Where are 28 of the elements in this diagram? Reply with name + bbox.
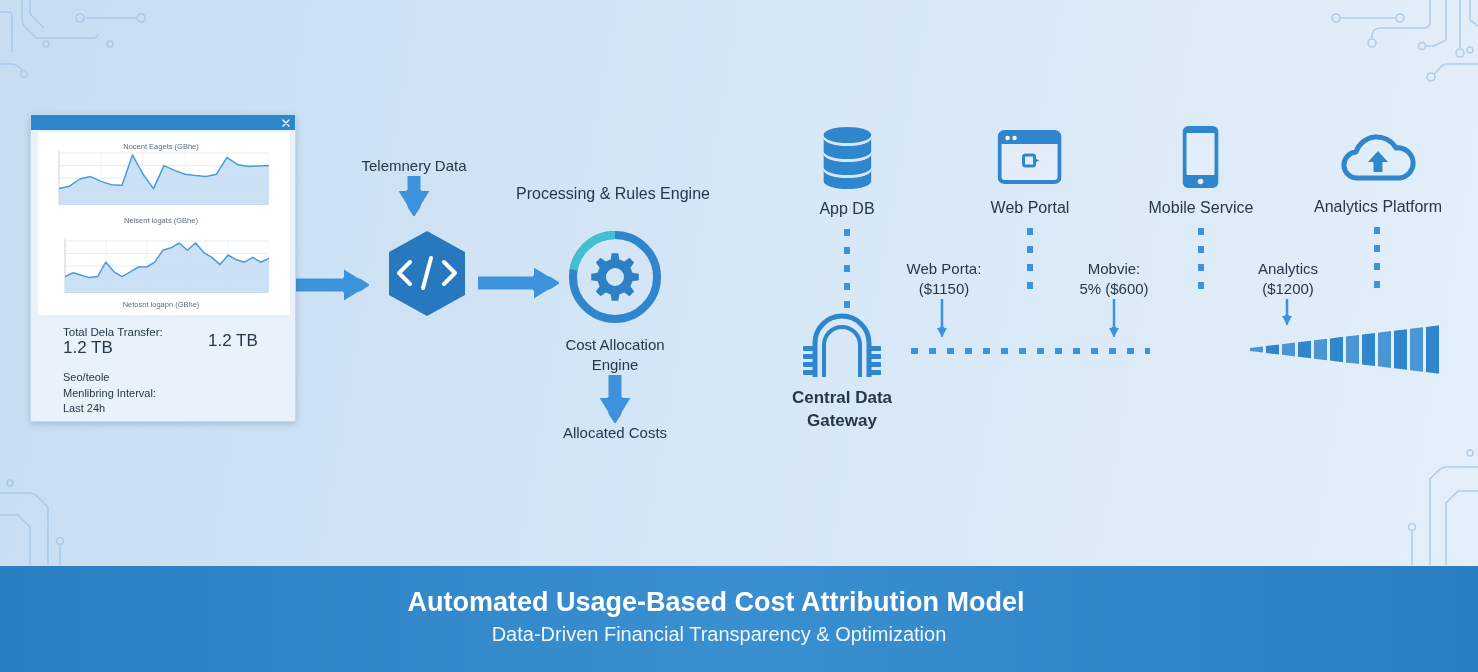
node-title: App DB (819, 199, 875, 219)
cost-label: Web Porta: ($1150) (905, 259, 983, 299)
cost-label: Analytics ($1200) (1257, 259, 1319, 299)
cone-shape (1250, 325, 1442, 374)
metric-value: 1.2 TB (63, 338, 113, 358)
metric-label: Total Dela Transfer: (63, 325, 163, 339)
flow-arrow (296, 269, 369, 301)
node-title: Cost Allocation Engine (564, 335, 666, 375)
flow-arrow (478, 267, 559, 299)
node-title: Web Portal (990, 198, 1070, 218)
panel-note: Seo/teole (63, 371, 110, 384)
diagram-title: Automated Usage-Based Cost Attribution Model (407, 586, 1025, 618)
panel-note: Menlibring Interval: Last 24h (63, 386, 157, 416)
arrow (936, 299, 948, 337)
cost-label: Mobvie: 5% ($600) (1078, 259, 1150, 299)
flow-arrow (398, 176, 430, 216)
node-title: Central Data Gateway (790, 387, 894, 432)
metric-value: 1.2 TB (208, 331, 258, 351)
node-title: Mobile Service (1148, 198, 1254, 218)
diagram-caption: Data-Driven Financial Transparency & Optimization (491, 622, 947, 646)
flow-label: Allocated Costs (562, 423, 668, 443)
arrow (1108, 299, 1120, 337)
flow-arrow (599, 375, 631, 423)
section-heading: Processing & Rules Engine (516, 184, 710, 204)
flow-label: Telemnery Data (361, 156, 467, 176)
monitor-window (30, 114, 296, 422)
arrow (1281, 299, 1293, 325)
node-title: Analytics Platform (1314, 197, 1442, 217)
